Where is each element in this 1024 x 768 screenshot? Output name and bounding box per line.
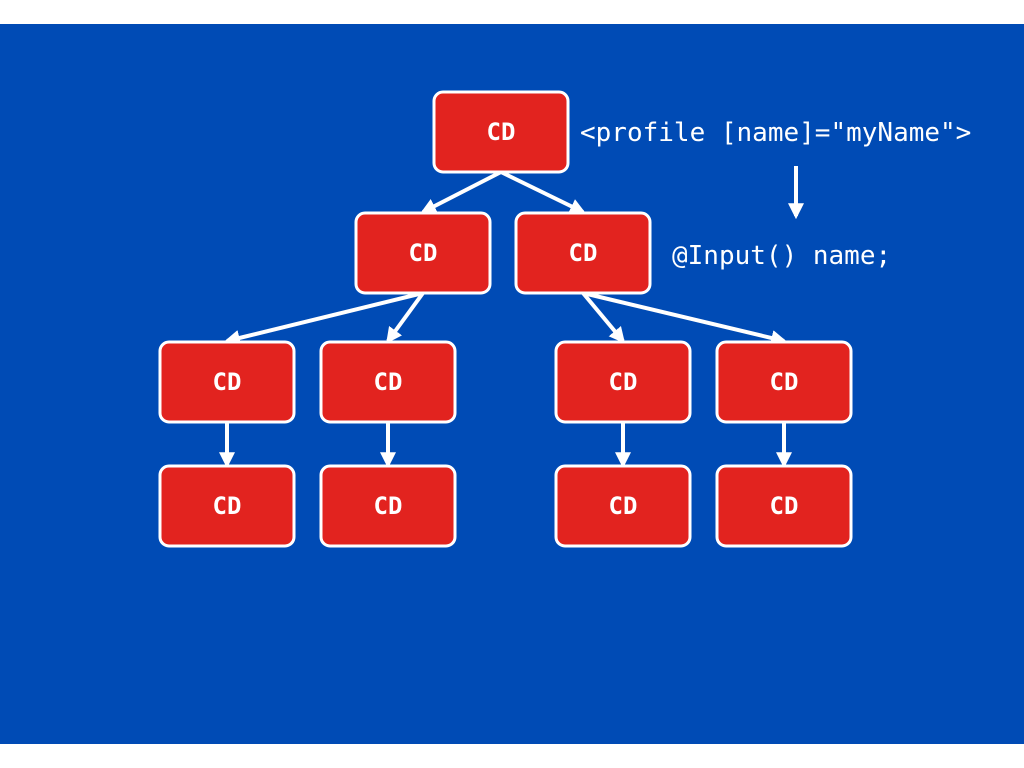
edge-l1-right-to-l2-c — [581, 291, 626, 344]
template-binding-code: <profile [name]="myName"> — [580, 118, 971, 148]
input-decorator-code: @Input() name; — [672, 241, 891, 271]
node-box — [158, 464, 296, 548]
node-box — [715, 464, 853, 548]
edge-root-to-l1-right — [500, 170, 586, 214]
node-label: CD — [374, 492, 403, 520]
node-l3-b: CD — [319, 464, 457, 548]
node-label: CD — [213, 368, 242, 396]
node-box — [354, 211, 492, 295]
slide-background: CD CD CD CD CD CD CD CD CD CD CD <profile [name]="… — [0, 24, 1024, 744]
node-label: CD — [374, 368, 403, 396]
node-label: CD — [770, 368, 799, 396]
node-box — [554, 340, 692, 424]
node-l2-d: CD — [715, 340, 853, 424]
node-label: CD — [609, 368, 638, 396]
node-box — [432, 90, 570, 174]
node-box — [514, 211, 652, 295]
node-label: CD — [569, 239, 598, 267]
node-label: CD — [770, 492, 799, 520]
edge-l1-left-to-l2-b — [386, 291, 425, 344]
edge-l1-right-to-l2-d — [582, 291, 788, 346]
node-box — [158, 340, 296, 424]
node-l3-c: CD — [554, 464, 692, 548]
node-l2-a: CD — [158, 340, 296, 424]
node-box — [554, 464, 692, 548]
node-label: CD — [409, 239, 438, 267]
node-box — [319, 340, 457, 424]
node-l1-right: CD — [514, 211, 652, 295]
node-label: CD — [213, 492, 242, 520]
node-l3-a: CD — [158, 464, 296, 548]
edge-l1-left-to-l2-a — [223, 291, 424, 346]
node-label: CD — [609, 492, 638, 520]
tree-edges — [219, 170, 792, 469]
node-box — [715, 340, 853, 424]
node-l2-c: CD — [554, 340, 692, 424]
node-root: CD — [432, 90, 570, 174]
edge-root-to-l1-left — [420, 170, 502, 214]
tree-nodes: CD CD CD CD CD CD CD CD CD CD CD — [158, 90, 853, 548]
node-l2-b: CD — [319, 340, 457, 424]
node-label: CD — [487, 118, 516, 146]
change-detection-tree: CD CD CD CD CD CD CD CD CD CD CD <profile [name]="… — [158, 90, 971, 548]
node-l3-d: CD — [715, 464, 853, 548]
node-box — [319, 464, 457, 548]
node-l1-left: CD — [354, 211, 492, 295]
